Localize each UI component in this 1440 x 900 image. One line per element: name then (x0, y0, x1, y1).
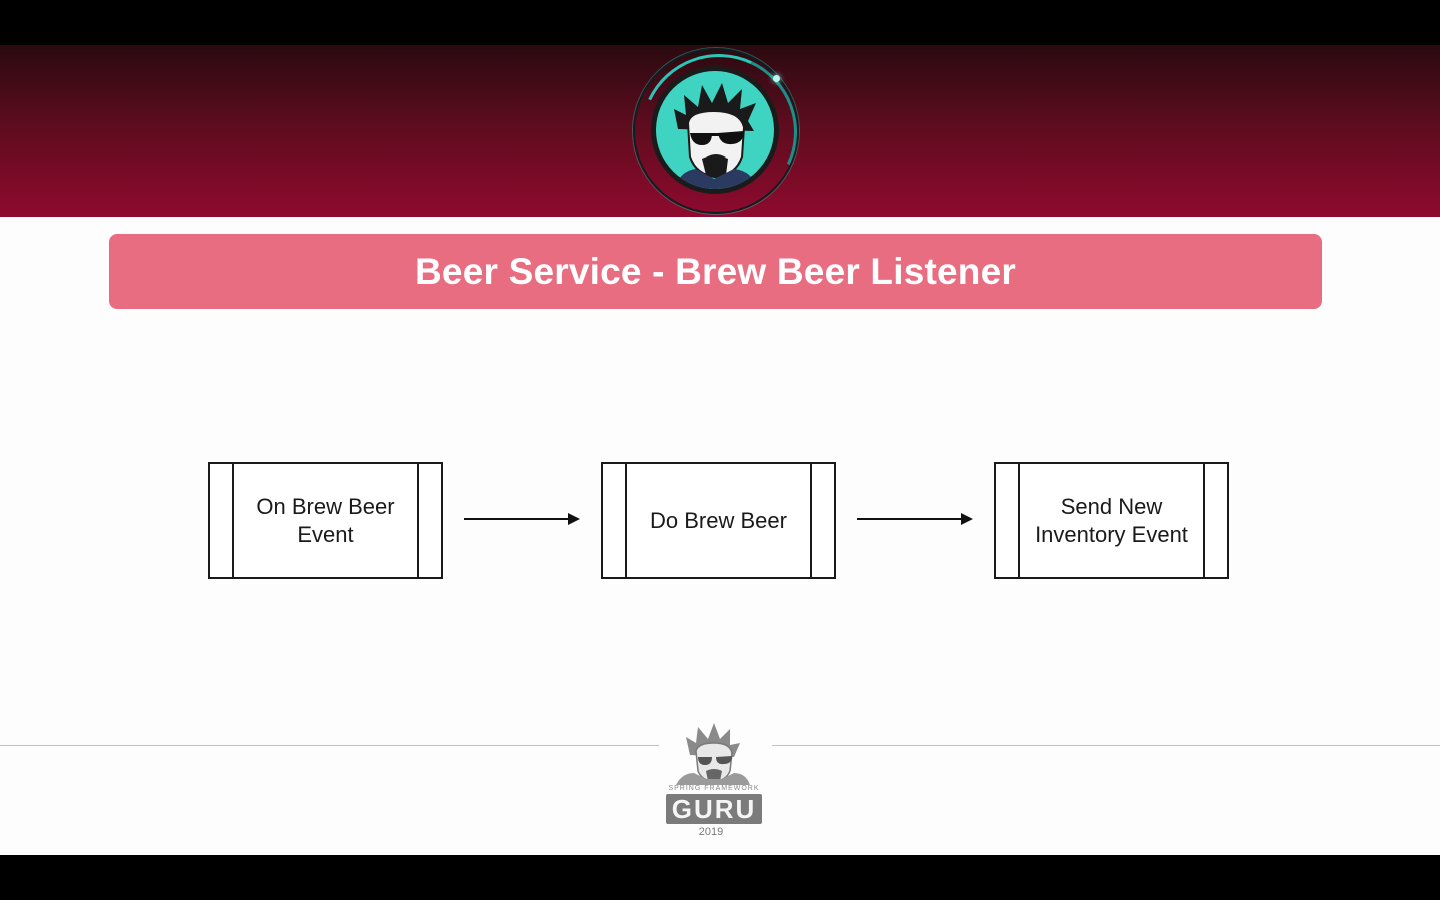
footer-year: 2019 (698, 826, 724, 838)
avatar-background (656, 71, 774, 189)
flow-arrow-2 (857, 513, 973, 525)
letterbox-bottom (0, 855, 1440, 900)
process-step-do-brew-beer: Do Brew Beer (601, 462, 836, 579)
avatar-ring (633, 48, 799, 214)
process-bar-right (1203, 464, 1205, 577)
footer-divider-left (0, 745, 659, 746)
process-bar-left (1018, 464, 1020, 577)
footer-tagline: SPRING FRAMEWORK (668, 785, 760, 792)
process-bar-right (417, 464, 419, 577)
flow-arrow-1 (464, 513, 580, 525)
process-step-label: Send New Inventory Event (1035, 493, 1188, 547)
presentation-slide: Beer Service - Brew Beer Listener On Bre… (0, 45, 1440, 855)
process-bar-left (625, 464, 627, 577)
process-step-label: Do Brew Beer (650, 507, 787, 533)
letterbox-top (0, 0, 1440, 45)
process-bar-left (232, 464, 234, 577)
footer-divider-right (772, 745, 1440, 746)
process-step-send-new-inventory-event: Send New Inventory Event (994, 462, 1229, 579)
guru-logo-icon (676, 723, 750, 785)
process-bar-right (810, 464, 812, 577)
process-step-on-brew-beer-event: On Brew Beer Event (208, 462, 443, 579)
orbit-dot (773, 75, 780, 82)
guru-avatar-icon (651, 66, 779, 194)
process-step-label: On Brew Beer Event (256, 493, 395, 547)
title-bar: Beer Service - Brew Beer Listener (109, 234, 1322, 309)
footer-brand: GURU (666, 794, 762, 824)
avatar-face-icon (674, 83, 758, 189)
slide-title: Beer Service - Brew Beer Listener (415, 250, 1016, 292)
